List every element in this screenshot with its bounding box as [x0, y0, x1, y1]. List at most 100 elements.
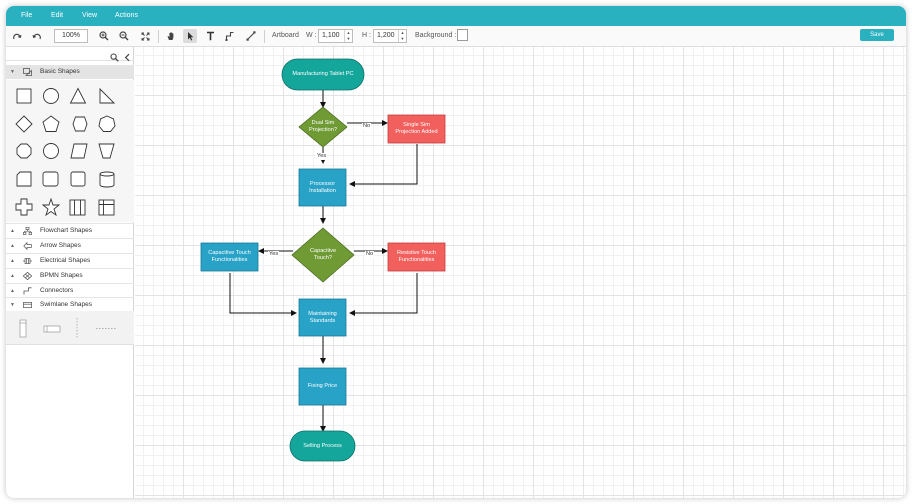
zoom-in-icon[interactable]	[97, 29, 111, 43]
collapse-palette-icon[interactable]	[123, 49, 132, 62]
shape-star	[41, 197, 61, 217]
zoom-out-icon[interactable]	[117, 29, 131, 43]
swimlane-shapes-icon	[23, 301, 32, 309]
height-input[interactable]: 1,200 ▲▼	[373, 29, 407, 43]
palette-header-flowchart-shapes[interactable]: ▲ Flowchart Shapes	[6, 223, 134, 237]
shape-cylinder	[99, 171, 115, 188]
edge-label-yes: Yes	[268, 251, 280, 258]
palette-label: Electrical Shapes	[40, 257, 91, 264]
pointer-tool-icon[interactable]	[183, 29, 197, 43]
collapse-arrow-icon: ▲	[10, 228, 15, 234]
width-value: 1,100	[322, 32, 340, 39]
background-color-picker[interactable]	[457, 29, 468, 41]
height-spinner[interactable]: ▲▼	[398, 30, 406, 42]
basic-shapes-grid	[6, 80, 134, 222]
label-capacitive-touch: Capacitive Touch Functionalities	[208, 250, 251, 263]
shape-vertical-container	[69, 199, 86, 216]
node-fixing-price	[298, 367, 347, 406]
label-processor-installation: Processor Installation	[309, 180, 336, 194]
connector-tool-icon[interactable]	[223, 29, 237, 43]
width-label: W :	[306, 32, 317, 39]
menu-actions[interactable]: Actions	[115, 12, 138, 19]
basic-shapes-icon	[23, 68, 32, 76]
node-resistive-touch	[387, 242, 446, 272]
line-tool-icon[interactable]	[244, 29, 258, 43]
electrical-shapes-icon	[23, 257, 32, 265]
flowchart-shapes-icon	[22, 226, 33, 235]
save-button[interactable]: Save	[860, 29, 894, 41]
width-input[interactable]: 1,100 ▲▼	[318, 29, 353, 43]
width-spinner[interactable]: ▲▼	[344, 30, 352, 42]
zoom-level-input[interactable]: 100%	[54, 29, 88, 43]
redo-icon[interactable]	[10, 29, 24, 43]
palette-label: Connectors	[40, 287, 74, 294]
swimlane-shapes-grid	[6, 311, 134, 345]
palette-header-electrical-shapes[interactable]: ▲ Electrical Shapes	[6, 253, 134, 267]
shape-plus	[15, 198, 33, 216]
shape-diamond	[15, 115, 33, 133]
palette-header-bpmn-shapes[interactable]: ▲ BPMN Shapes	[6, 268, 134, 282]
palette-label: Swimlane Shapes	[40, 301, 93, 308]
shape-heptagon	[98, 115, 116, 132]
bpmn-shapes-icon	[22, 271, 33, 281]
connector-capacitive-to-standards	[229, 273, 297, 316]
search-icon[interactable]	[110, 49, 119, 62]
toolbar-separator	[158, 30, 159, 43]
node-maintaining-standards	[298, 298, 347, 337]
diagram-builder-app: File Edit View Actions 100%	[6, 6, 906, 498]
fit-to-page-icon[interactable]	[138, 29, 152, 43]
palette-header-connectors[interactable]: ▲ Connectors	[6, 283, 134, 297]
height-label: H :	[362, 32, 371, 39]
label-manufacturing-tablet-pc: Manufacturing Tablet PC	[292, 71, 354, 78]
collapse-arrow-icon: ▲	[10, 273, 15, 279]
palette-header-swimlane-shapes[interactable]: ▼ Swimlane Shapes	[6, 297, 134, 311]
label-resistive-touch: Resistive Touch Functionalities	[396, 250, 437, 263]
height-value: 1,200	[377, 32, 395, 39]
shape-table-container	[98, 199, 115, 216]
node-capacitive-touch	[200, 242, 259, 272]
palette-label: Arrow Shapes	[40, 242, 81, 249]
node-single-sim-projection	[387, 114, 446, 144]
menu-view[interactable]: View	[82, 12, 98, 19]
shape-octagon	[16, 143, 32, 159]
expand-arrow-icon: ▼	[10, 69, 15, 75]
shape-rounded-rectangle	[42, 171, 59, 187]
text-tool-icon[interactable]	[203, 29, 217, 43]
shape-rounded-square	[70, 171, 86, 187]
node-dual-sim-projection	[298, 106, 348, 148]
toolbar: 100% Artboard W : 1,100 ▲▼	[6, 26, 906, 47]
edge-label-no: No	[365, 251, 375, 258]
undo-icon[interactable]	[30, 29, 44, 43]
shape-pentagon	[42, 115, 60, 132]
shape-triangle	[69, 87, 87, 104]
palette-toolbar	[6, 47, 134, 62]
shape-vertical-lane	[19, 319, 27, 338]
artboard-label: Artboard	[272, 32, 299, 39]
palette-label: Basic Shapes	[40, 68, 80, 75]
collapse-arrow-icon: ▲	[10, 288, 15, 294]
menu-edit[interactable]: Edit	[51, 12, 64, 19]
palette-header-basic-shapes[interactable]: ▼ Basic Shapes	[6, 65, 134, 79]
label-dual-sim-projection: Dual Sim Projection?	[309, 120, 337, 133]
palette-label: BPMN Shapes	[40, 272, 83, 279]
symbol-palette: ▼ Basic Shapes	[6, 47, 134, 498]
shape-rectangle	[16, 88, 32, 104]
node-selling-process	[289, 430, 356, 462]
shape-trapezoid	[98, 143, 115, 159]
palette-header-arrow-shapes[interactable]: ▲ Arrow Shapes	[6, 238, 134, 252]
pan-tool-icon[interactable]	[164, 29, 178, 43]
shape-ellipse	[43, 88, 59, 104]
label-maintaining-standards: Maintaining Standards	[308, 310, 337, 324]
toolbar-separator	[264, 30, 265, 43]
node-processor-installation	[298, 168, 347, 207]
shape-hexagon	[72, 116, 88, 132]
connector-resistive-to-standards	[349, 273, 418, 316]
label-fixing-price: Fixing Price	[307, 383, 338, 390]
palette-label: Flowchart Shapes	[40, 227, 93, 234]
shape-parallelogram	[70, 143, 88, 159]
label-selling-process: Selling Process	[303, 442, 342, 449]
shape-circle	[43, 143, 59, 159]
expand-arrow-icon: ▼	[10, 302, 15, 308]
menu-file[interactable]: File	[21, 12, 33, 19]
diagram-canvas[interactable]: Manufacturing Tablet PC Dual Sim Project…	[135, 47, 906, 498]
